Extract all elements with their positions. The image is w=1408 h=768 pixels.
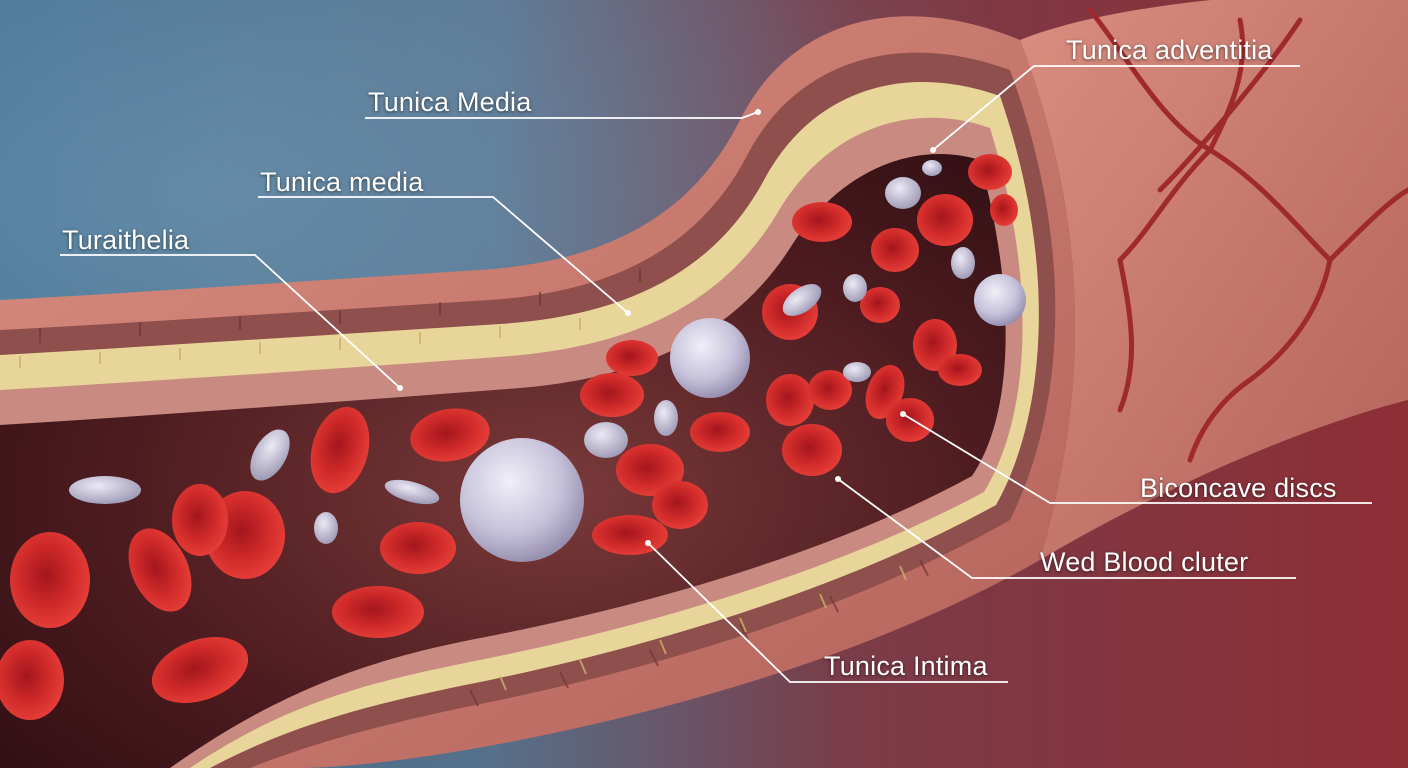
red-blood-cell xyxy=(128,528,192,612)
platelet xyxy=(384,479,440,505)
red-blood-cell xyxy=(860,287,900,323)
platelet xyxy=(654,400,678,436)
platelet xyxy=(250,429,290,481)
platelet xyxy=(843,362,871,382)
annotation-leader-dots xyxy=(397,109,936,546)
surface-blood-vessels xyxy=(1087,7,1408,463)
fat-texture xyxy=(19,318,907,691)
red-blood-cell xyxy=(808,370,852,410)
white-blood-cells xyxy=(460,274,1026,562)
red-blood-cell xyxy=(652,481,708,529)
red-blood-cell xyxy=(616,444,684,496)
red-blood-cell xyxy=(172,484,228,556)
white-blood-cell xyxy=(670,318,750,398)
vessel-exterior-right xyxy=(1020,0,1408,560)
red-blood-cell xyxy=(606,340,658,376)
platelet xyxy=(314,512,338,544)
red-blood-cell xyxy=(380,522,456,574)
red-blood-cell xyxy=(886,398,934,442)
label-turaithelia: Turaithelia xyxy=(62,225,190,255)
red-blood-cell xyxy=(917,194,973,246)
red-blood-cell xyxy=(0,640,64,720)
red-blood-cell xyxy=(332,586,424,638)
red-blood-cell xyxy=(151,637,249,703)
red-blood-cell xyxy=(990,194,1018,226)
red-blood-cell xyxy=(310,406,370,494)
white-blood-cell xyxy=(460,438,584,562)
leader-tunica-intima xyxy=(647,542,1008,683)
red-blood-cell xyxy=(766,374,814,426)
annotation-leader-lines xyxy=(60,65,1372,683)
leader-wed-blood-cluter xyxy=(837,478,1296,579)
red-blood-cell xyxy=(782,424,842,476)
red-blood-cell xyxy=(592,515,668,555)
label-tunica-intima: Tunica Intima xyxy=(824,651,988,681)
red-blood-cell xyxy=(871,228,919,272)
red-blood-cells xyxy=(0,154,1018,720)
leader-tunica-media-upper xyxy=(365,111,759,119)
white-blood-cell xyxy=(974,274,1026,326)
platelet xyxy=(584,422,628,458)
platelet xyxy=(69,476,141,504)
platelet xyxy=(951,247,975,279)
red-blood-cell xyxy=(580,373,644,417)
platelet xyxy=(885,177,921,209)
platelet xyxy=(922,160,942,176)
platelet xyxy=(843,274,867,302)
red-blood-cell xyxy=(968,154,1012,190)
leader-tunica-media xyxy=(258,196,629,314)
red-blood-cell xyxy=(792,202,852,242)
red-blood-cell xyxy=(10,532,90,628)
label-biconcave-discs: Biconcave discs xyxy=(1140,473,1337,503)
leader-turaithelia xyxy=(60,254,401,389)
label-tunica-adventitia: Tunica adventitia xyxy=(1066,35,1273,65)
label-wed-blood-cluter: Wed Blood cluter xyxy=(1040,547,1249,577)
leader-tunica-adventitia xyxy=(932,65,1300,151)
muscle-texture xyxy=(39,268,929,707)
leader-biconcave-discs xyxy=(902,413,1372,504)
platelets xyxy=(69,160,975,544)
platelet xyxy=(782,284,822,316)
label-tunica-media: Tunica media xyxy=(260,167,424,197)
label-tunica-media-upper: Tunica Media xyxy=(368,87,532,117)
red-blood-cell xyxy=(410,408,490,462)
red-blood-cell xyxy=(690,412,750,452)
red-blood-cell xyxy=(938,354,982,386)
